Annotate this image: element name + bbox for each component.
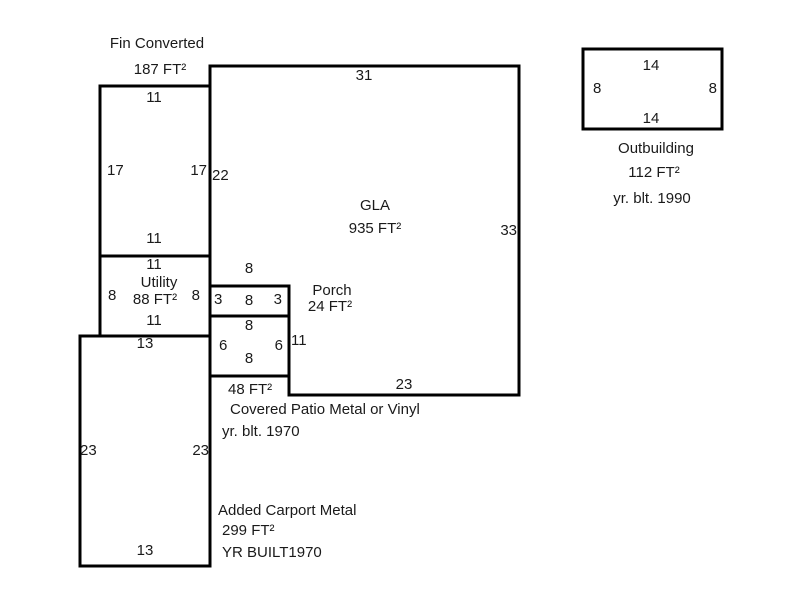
outbuilding-area: 112 FT² (628, 164, 679, 181)
gla-dim-right: 33 (500, 222, 517, 239)
carport-name: Added Carport Metal (218, 502, 356, 519)
gla-name: GLA (360, 197, 390, 214)
porch-labels: 8 8 3 3 Porch 24 FT² (214, 260, 352, 315)
fin-converted-name: Fin Converted (110, 35, 204, 52)
gla-area: 935 FT² (349, 220, 402, 237)
covered-patio-name: Covered Patio Metal or Vinyl (230, 401, 420, 418)
fin-converted-dim-bottom: 11 (146, 230, 162, 247)
covered-patio-dim-left: 6 (219, 337, 227, 354)
utility-labels: 11 Utility 88 FT² 11 8 8 (108, 256, 200, 329)
covered-patio-dim-top: 8 (245, 317, 253, 334)
carport-dim-right: 23 (192, 442, 209, 459)
walls (78, 47, 724, 568)
utility-name: Utility (141, 274, 178, 291)
outbuilding-name: Outbuilding (618, 140, 694, 157)
gla-dim-left-upper: 22 (212, 167, 229, 184)
fin-converted-dim-top: 11 (146, 89, 162, 106)
carport-outline[interactable] (78, 334, 212, 568)
porch-name: Porch (312, 282, 351, 299)
fin-converted-dim-left: 17 (107, 162, 124, 179)
outbuilding-dim-right: 8 (709, 80, 717, 97)
outbuilding-dim-bottom: 14 (643, 110, 660, 127)
carport-dim-bottom: 13 (137, 542, 154, 559)
porch-dim-left: 3 (214, 291, 222, 308)
carport-area: 299 FT² (222, 522, 275, 539)
fin-converted-labels: Fin Converted 187 FT² 11 11 17 17 (107, 35, 207, 247)
fin-converted-dim-right: 17 (190, 162, 207, 179)
outbuilding-year: yr. blt. 1990 (613, 190, 691, 207)
utility-dim-right: 8 (192, 287, 200, 304)
outbuilding-outline[interactable] (581, 47, 724, 131)
covered-patio-area: 48 FT² (228, 381, 272, 398)
carport-dim-top: 13 (137, 335, 154, 352)
fin-converted-area: 187 FT² (134, 61, 187, 78)
carport-dim-left: 23 (80, 442, 97, 459)
utility-dim-top: 11 (146, 256, 162, 273)
covered-patio-dim-right: 6 (275, 337, 283, 354)
porch-dim-top: 8 (245, 260, 253, 277)
outbuilding-dim-top: 14 (643, 57, 660, 74)
gla-dim-bottom: 23 (396, 376, 413, 393)
porch-dim-right: 3 (274, 291, 282, 308)
outbuilding-dim-left: 8 (593, 80, 601, 97)
gla-dim-top: 31 (356, 67, 373, 84)
porch-area: 24 FT² (308, 298, 352, 315)
utility-dim-bottom: 11 (146, 312, 162, 329)
covered-patio-dim-bottom: 8 (245, 350, 253, 367)
gla-dim-notch: 11 (291, 332, 307, 349)
porch-dim-bottom: 8 (245, 292, 253, 309)
outbuilding-labels: 14 14 8 8 Outbuilding 112 FT² yr. blt. 1… (593, 57, 717, 207)
carport-labels: 13 23 23 13 Added Carport Metal 299 FT² … (80, 335, 356, 561)
utility-area: 88 FT² (133, 291, 177, 308)
carport-year: YR BUILT1970 (222, 544, 322, 561)
covered-patio-labels: 8 8 6 6 48 FT² Covered Patio Metal or Vi… (219, 317, 420, 440)
utility-dim-left: 8 (108, 287, 116, 304)
gla-labels: 31 22 GLA 935 FT² 33 23 11 (212, 67, 517, 393)
covered-patio-year: yr. blt. 1970 (222, 423, 300, 440)
